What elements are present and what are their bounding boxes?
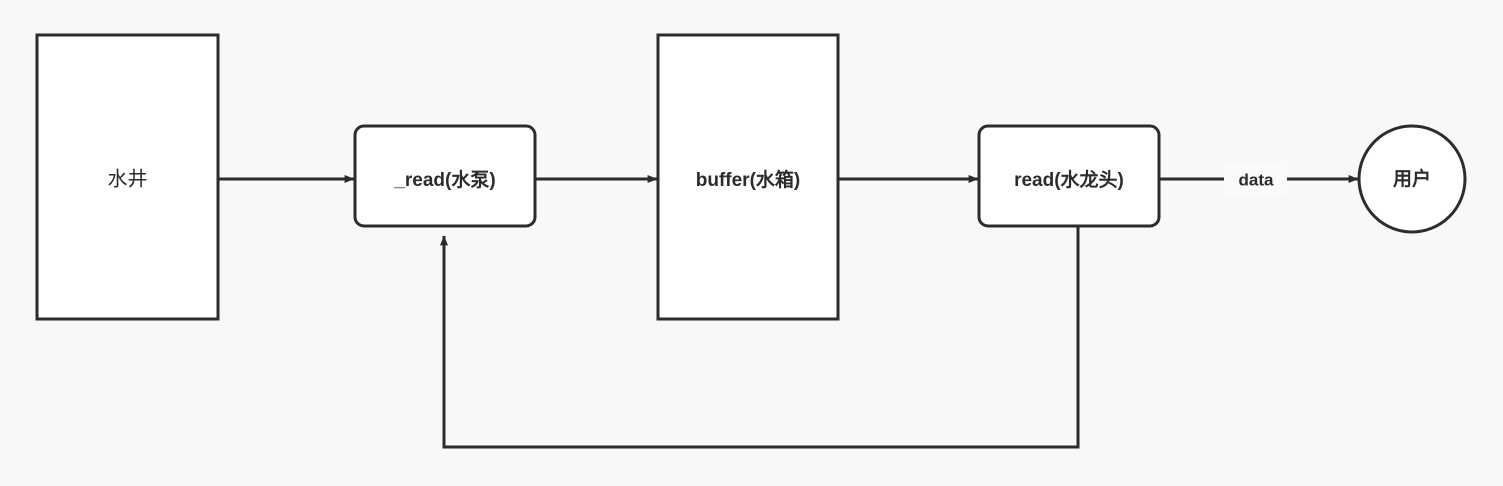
node-well-label: 水井 [108,167,148,190]
edge-faucet-feedback-to-pump[interactable] [440,226,1080,449]
node-pump[interactable]: _read(水泵) [353,124,537,228]
node-user-shape [1357,124,1467,234]
edge-label-data: data [1239,170,1275,189]
node-faucet-label: read(水龙头) [1014,168,1124,191]
node-faucet[interactable]: read(水龙头) [977,124,1161,228]
edge-label-backdrop [1224,163,1287,196]
node-pump-label: _read(水泵) [393,169,495,191]
node-buffer[interactable]: buffer(水箱) [656,33,840,321]
node-pump-shape [353,124,537,228]
node-buffer-shape [656,33,840,321]
node-user[interactable]: 用户 [1357,124,1467,234]
node-buffer-label: buffer(水箱) [696,168,800,191]
node-well-shape [35,33,220,321]
node-faucet-shape [977,124,1161,228]
edge-faucet-to-user[interactable]: data [1159,163,1359,196]
node-user-label: 用户 [1393,167,1431,190]
node-well[interactable]: 水井 [35,33,220,321]
edge-feedback-path [440,226,1080,449]
